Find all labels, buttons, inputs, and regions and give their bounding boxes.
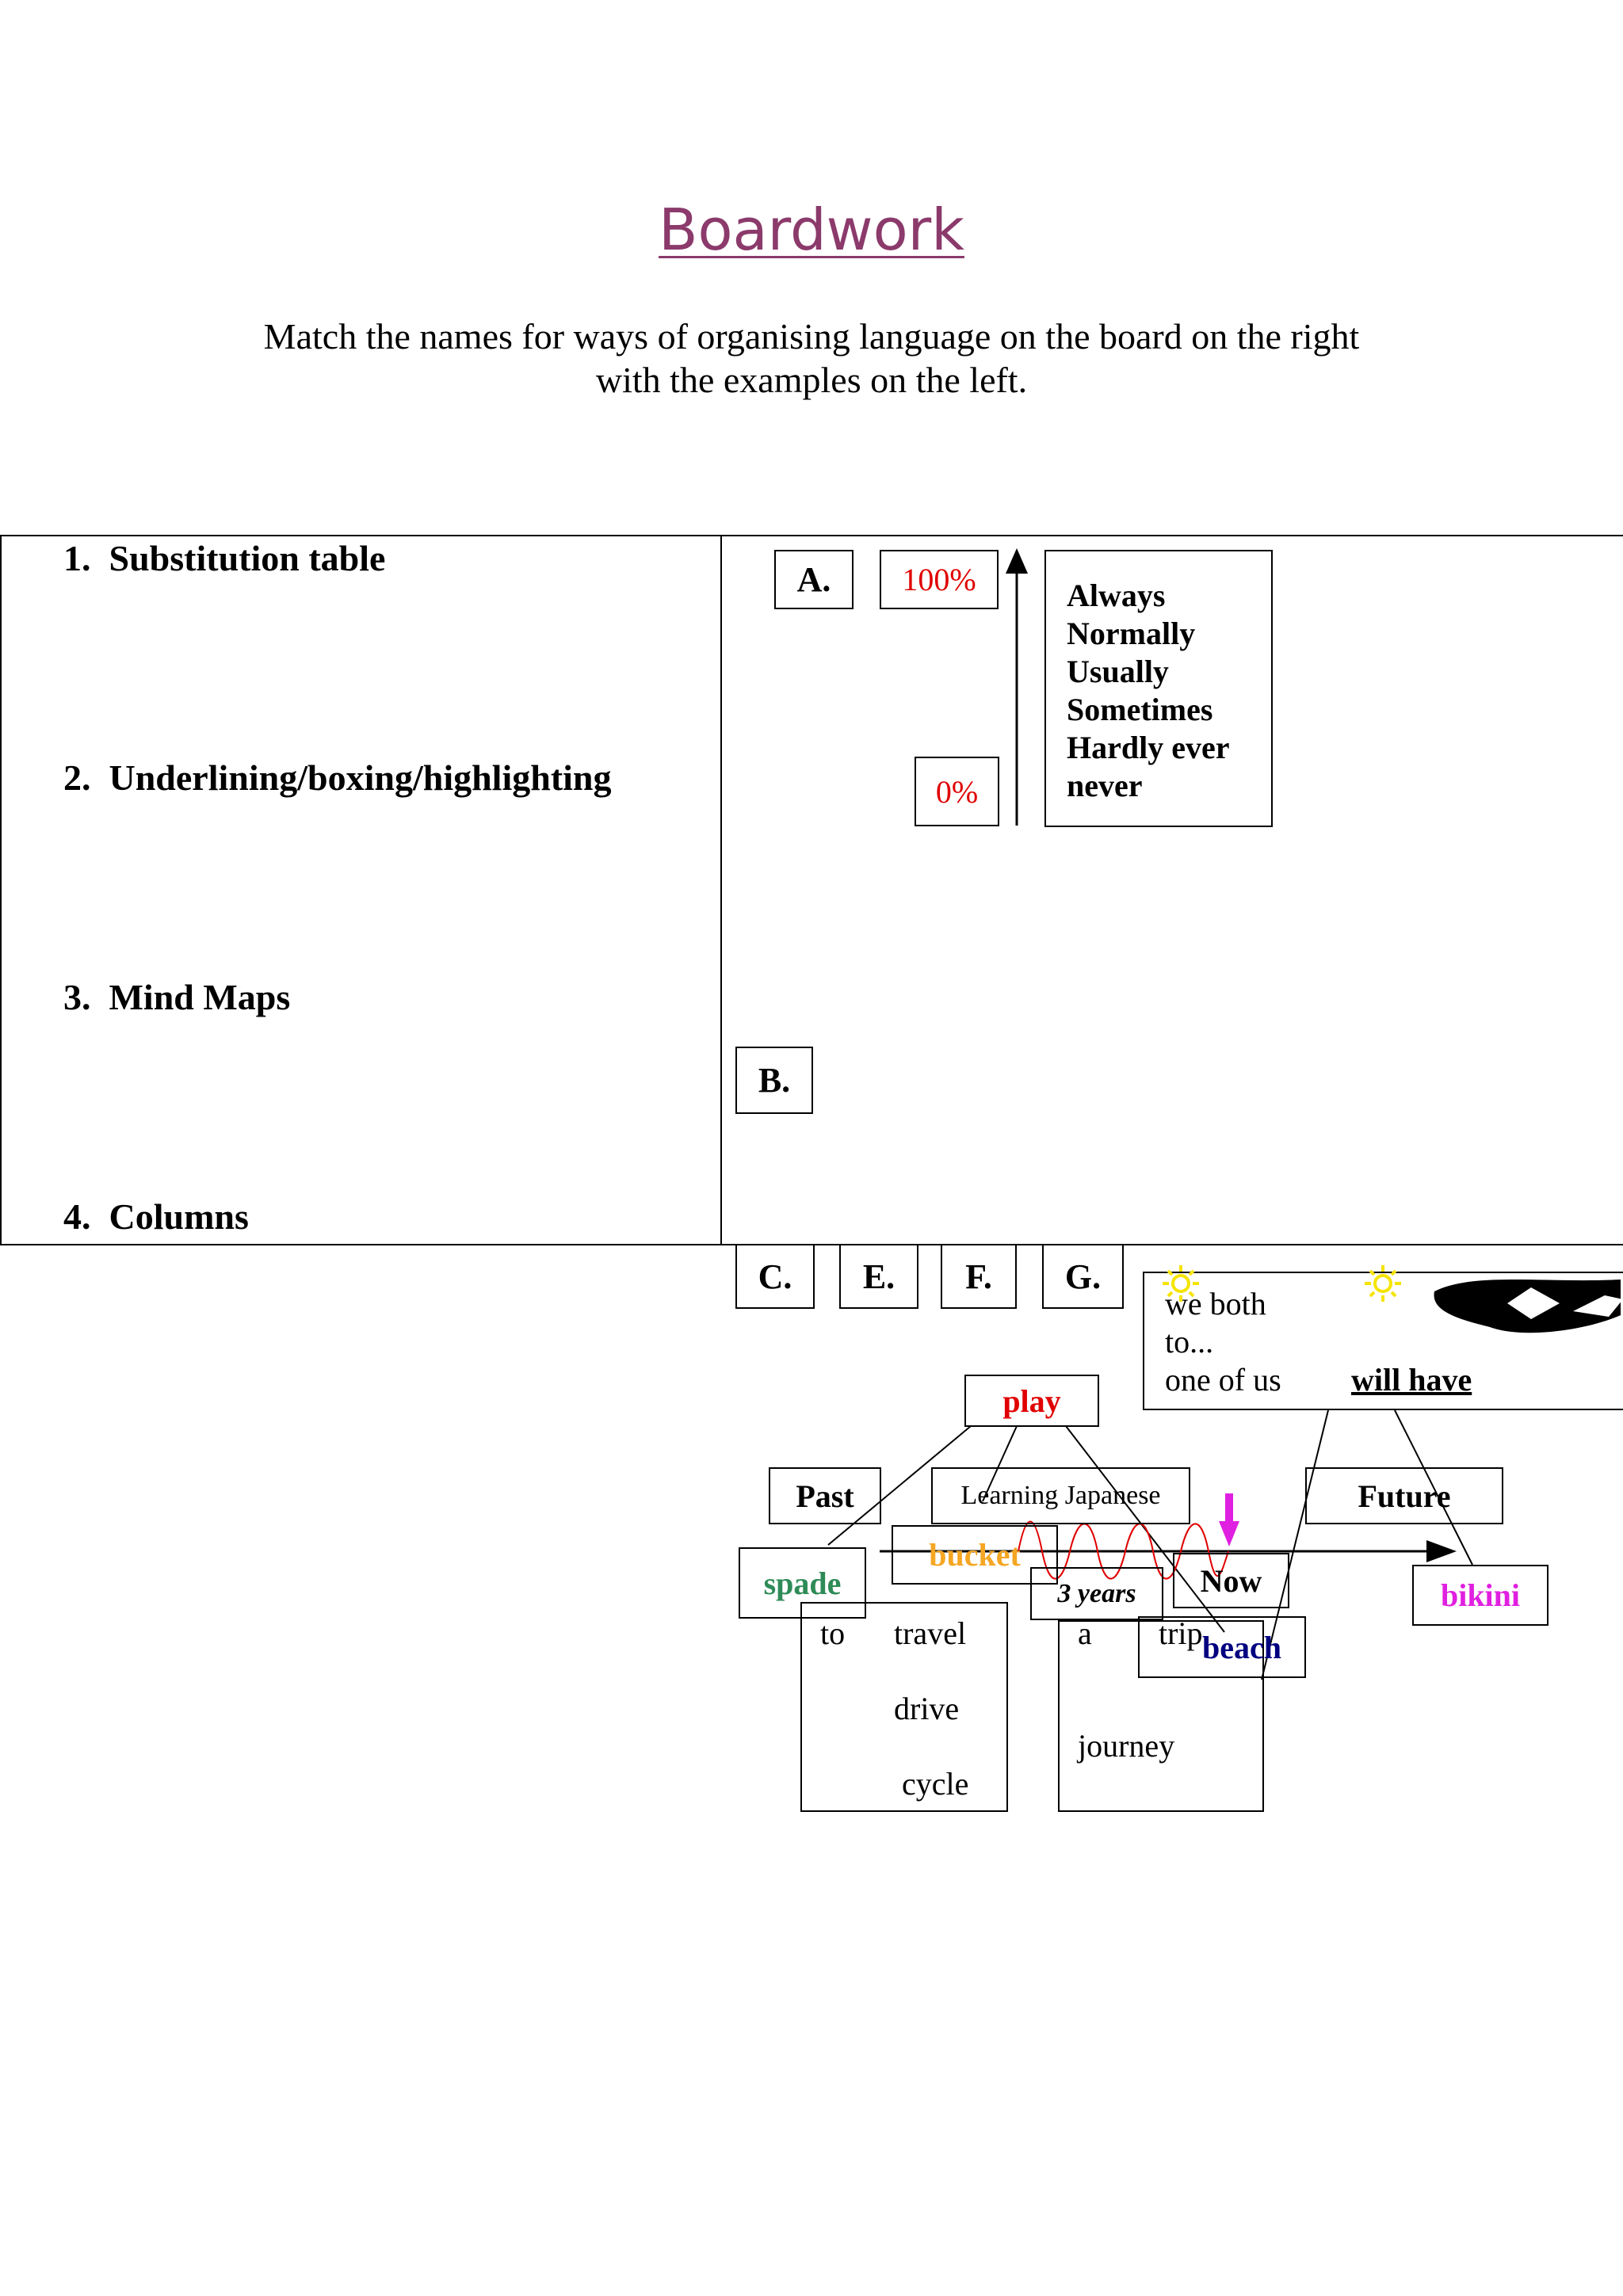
name-item-2: 2. Underlining/boxing/highlighting — [63, 757, 612, 799]
frequency-word: Normally — [1067, 616, 1196, 651]
mindmap-node-beach: beach — [1138, 1616, 1306, 1678]
substitution-column-nouns — [1058, 1620, 1264, 1812]
frequency-word: never — [1067, 768, 1143, 803]
substitution-word: a — [1078, 1615, 1092, 1651]
sun-icon — [1163, 1265, 1199, 1302]
timeline-past: Past — [769, 1467, 881, 1524]
name-item-4: 4. Columns — [63, 1196, 249, 1238]
name-item-label: Mind Maps — [109, 977, 291, 1017]
matching-table-left-border — [0, 535, 2, 1245]
name-item-1: 1. Substitution table — [63, 537, 385, 579]
substitution-word: to — [820, 1615, 846, 1651]
frequency-word: Hardly ever — [1067, 730, 1230, 765]
timeline-topic: Learning Japanese — [931, 1467, 1190, 1524]
sentence-verb: will have — [1351, 1362, 1472, 1398]
example-label-e: E. — [839, 1244, 918, 1309]
scale-arrow-icon — [1006, 548, 1028, 826]
substitution-word: drive — [894, 1691, 960, 1726]
frequency-word: Sometimes — [1067, 692, 1213, 727]
example-label-a: A. — [774, 550, 854, 609]
timeline-duration: 3 years — [1030, 1567, 1163, 1620]
frequency-word: Usually — [1067, 654, 1169, 689]
example-label-f: F. — [941, 1244, 1017, 1309]
sentence-box — [1143, 1272, 1623, 1410]
name-item-number: 4. — [63, 1196, 91, 1237]
name-item-number: 1. — [63, 538, 91, 578]
sentence-line-2: to... — [1165, 1324, 1214, 1360]
scale-top-percent: 100% — [880, 550, 999, 609]
scale-bottom-percent: 0% — [915, 757, 999, 826]
name-item-3: 3. Mind Maps — [63, 976, 290, 1018]
substitution-word: cycle — [902, 1766, 969, 1802]
sentence-line-3: one of us — [1165, 1362, 1281, 1398]
timeline-future: Future — [1305, 1467, 1503, 1524]
name-item-number: 3. — [63, 977, 91, 1017]
example-label-b: B. — [735, 1047, 813, 1114]
timeline-now: Now — [1173, 1553, 1289, 1608]
name-item-number: 2. — [63, 757, 91, 798]
name-item-label: Columns — [109, 1196, 249, 1237]
substitution-word: journey — [1078, 1728, 1175, 1764]
instructions-line-1: Match the names for ways of organising l… — [263, 316, 1360, 357]
frequency-word-list: Always Normally Usually Sometimes Hardly… — [1044, 550, 1273, 827]
mindmap-node-bucket: bucket — [892, 1525, 1058, 1585]
matching-table-divider — [720, 535, 722, 1245]
sun-icon — [1365, 1265, 1401, 1302]
mindmap-node-play: play — [964, 1375, 1099, 1427]
substitution-word: trip — [1159, 1615, 1203, 1651]
mindmap-node-bikini: bikini — [1412, 1565, 1549, 1626]
substitution-word: travel — [894, 1615, 967, 1651]
black-blob-icon — [1434, 1280, 1623, 1333]
example-label-g: G. — [1042, 1244, 1124, 1309]
name-item-label: Substitution table — [109, 538, 386, 578]
mindmap-node-spade: spade — [739, 1547, 866, 1619]
instructions-line-2: with the examples on the left. — [595, 360, 1028, 400]
name-item-label: Underlining/boxing/highlighting — [109, 757, 612, 798]
frequency-word: Always — [1067, 578, 1166, 613]
matching-table-top-border — [0, 535, 1623, 536]
page-title: Boardwork — [659, 196, 964, 263]
substitution-column-verbs — [800, 1602, 1008, 1812]
example-label-c: C. — [735, 1244, 815, 1309]
